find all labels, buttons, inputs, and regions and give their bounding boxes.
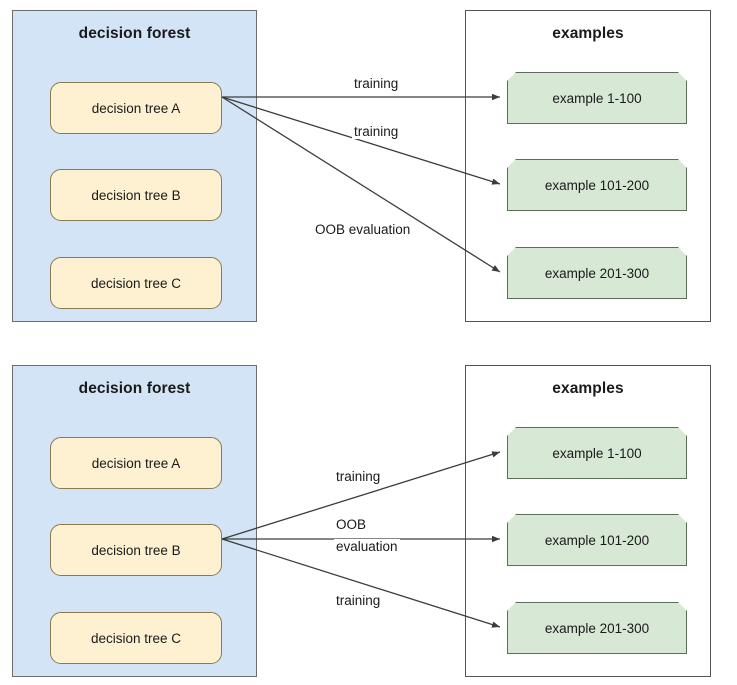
example-1-100-bottom[interactable]: example 1-100 xyxy=(507,427,687,479)
example-201-300-top[interactable]: example 201-300 xyxy=(507,247,687,299)
edge-label-training-1-bottom: training xyxy=(334,469,383,484)
edge-tree-a-to-example-101-200 xyxy=(221,96,501,185)
example-101-200-bottom[interactable]: example 101-200 xyxy=(507,514,687,566)
edge-label-evaluation-bottom: evaluation xyxy=(334,539,400,554)
examples-panel-top: examples example 1-100 example 101-200 e… xyxy=(465,10,711,322)
decision-tree-a-top[interactable]: decision tree A xyxy=(50,82,222,134)
decision-forest-panel-bottom: decision forest decision tree A decision… xyxy=(12,365,257,677)
edge-label-oob-bottom: OOB xyxy=(334,517,369,532)
examples-panel-bottom: examples example 1-100 example 101-200 e… xyxy=(465,365,711,677)
decision-tree-b-bottom[interactable]: decision tree B xyxy=(50,524,222,576)
edge-label-training-2-bottom: training xyxy=(334,593,383,608)
edge-label-training-2-top: training xyxy=(352,124,401,139)
examples-title-bottom: examples xyxy=(552,380,624,397)
diagram-top: decision forest decision tree A decision… xyxy=(0,0,737,330)
examples-title-top: examples xyxy=(552,25,624,42)
decision-forest-title-top: decision forest xyxy=(78,25,191,42)
decision-forest-title-bottom: decision forest xyxy=(78,380,191,397)
example-1-100-top[interactable]: example 1-100 xyxy=(507,72,687,124)
decision-tree-a-bottom[interactable]: decision tree A xyxy=(50,437,222,489)
decision-forest-panel-top: decision forest decision tree A decision… xyxy=(12,10,257,322)
edge-label-training-1-top: training xyxy=(352,76,401,91)
edge-label-oob-evaluation-top: OOB evaluation xyxy=(313,222,413,237)
diagram-bottom: decision forest decision tree A decision… xyxy=(0,355,737,685)
decision-tree-c-top[interactable]: decision tree C xyxy=(50,257,222,309)
example-101-200-top[interactable]: example 101-200 xyxy=(507,159,687,211)
example-201-300-bottom[interactable]: example 201-300 xyxy=(507,602,687,654)
decision-tree-b-top[interactable]: decision tree B xyxy=(50,169,222,221)
decision-tree-c-bottom[interactable]: decision tree C xyxy=(50,612,222,664)
